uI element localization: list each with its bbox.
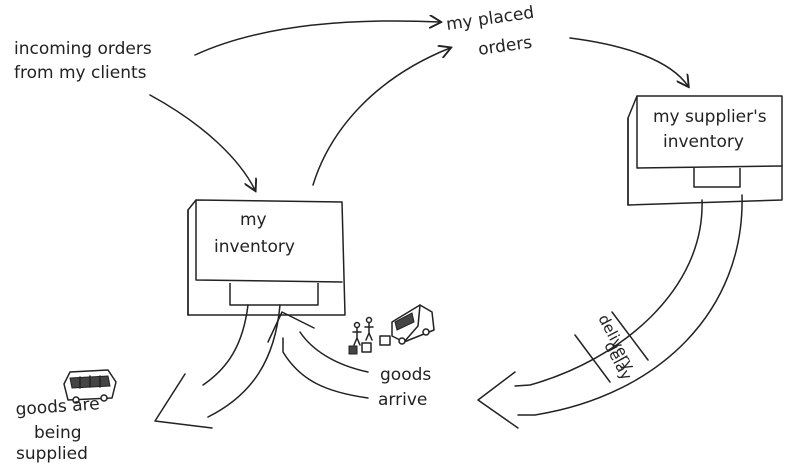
placed-orders-label-line1: my placed bbox=[445, 3, 535, 35]
my-inventory-box: my inventory bbox=[187, 199, 346, 316]
people-with-boxes-icon bbox=[348, 316, 391, 355]
placed-orders-label: my placed orders bbox=[445, 3, 535, 60]
goods-arrive-wide-arrow bbox=[267, 311, 369, 399]
goods-supplied-label-line2: being bbox=[34, 423, 82, 443]
arrow-placed-orders-to-supplier bbox=[569, 37, 688, 86]
incoming-orders-label: incoming orders from my clients bbox=[14, 39, 152, 83]
arrow-clients-to-my-inventory bbox=[149, 94, 255, 190]
delivery-truck-icon bbox=[391, 304, 435, 345]
incoming-orders-label-line1: incoming orders bbox=[14, 39, 152, 59]
goods-supplied-label-line1: goods are bbox=[15, 394, 100, 420]
goods-supplied-label-line3: supplied bbox=[16, 444, 88, 464]
goods-arrive-label-line1: goods bbox=[380, 365, 431, 385]
my-inventory-label-line1: my bbox=[240, 210, 267, 230]
placed-orders-label-line2: orders bbox=[477, 33, 534, 60]
bus-icon bbox=[63, 369, 117, 404]
supply-wide-arrow bbox=[154, 304, 281, 429]
goods-arrive-label: goods arrive bbox=[378, 365, 431, 410]
delivery-wide-arrow: delivery delay bbox=[477, 194, 743, 429]
supplier-inventory-box: my supplier's inventory bbox=[627, 95, 783, 206]
arrow-my-inventory-to-placed-orders bbox=[312, 48, 450, 186]
supplier-inventory-label-line1: my supplier's bbox=[653, 107, 767, 127]
goods-supplied-label: goods are being supplied bbox=[15, 394, 100, 464]
my-inventory-label-line2: inventory bbox=[214, 237, 295, 257]
supplier-inventory-label-line2: inventory bbox=[663, 132, 744, 152]
incoming-orders-label-line2: from my clients bbox=[14, 63, 147, 83]
arrow-clients-to-placed-orders bbox=[194, 21, 440, 56]
goods-arrive-label-line2: arrive bbox=[378, 390, 427, 410]
